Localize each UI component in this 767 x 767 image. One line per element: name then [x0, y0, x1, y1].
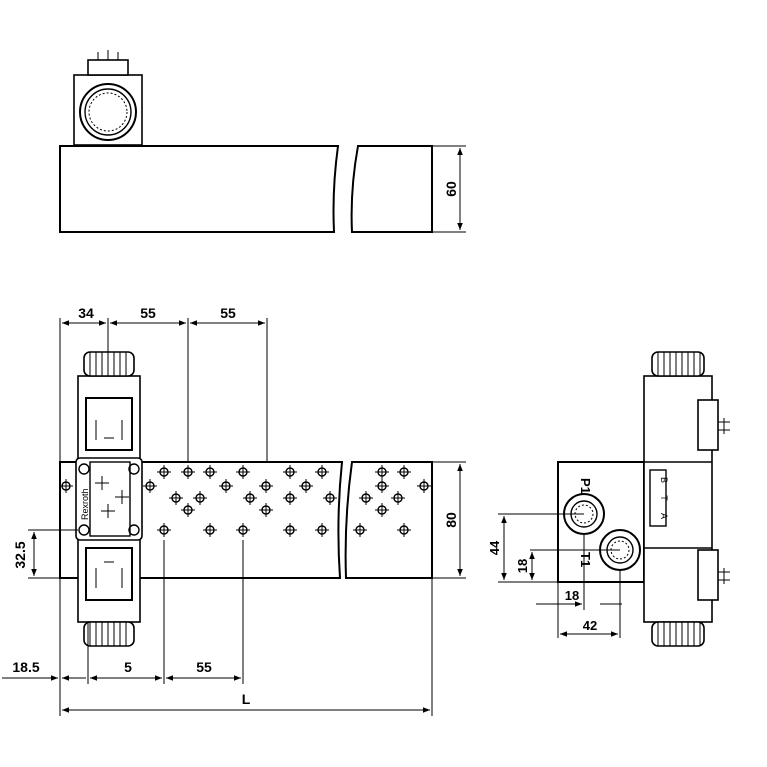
side-cap-bottom — [651, 621, 705, 647]
dim-side-18-vert: 18 — [515, 559, 530, 573]
side-cap-top — [651, 351, 705, 377]
dim-side-42: 42 — [583, 618, 597, 633]
side-manifold — [557, 461, 645, 583]
connector-bottom — [85, 547, 133, 601]
port-t1-label: T1 — [578, 552, 593, 567]
port-p1-label: P1 — [578, 478, 593, 494]
dim-top-55a: 55 — [140, 305, 156, 321]
connector-top — [85, 397, 133, 451]
hole-pattern — [59, 465, 431, 537]
top-coil-ring-mid — [84, 88, 132, 136]
front-bar-left — [59, 461, 344, 579]
side-view: B T A P1 T1 44 18 18 42 — [487, 351, 730, 647]
dim-left-32-5: 32.5 — [12, 541, 28, 568]
side-label-a: A — [659, 513, 669, 519]
top-bar-left — [59, 145, 340, 233]
dim-bottom-5: 5 — [124, 659, 132, 675]
side-label-b: B — [659, 477, 669, 483]
brand-label: Rexroth — [80, 488, 90, 520]
top-bar-right — [350, 145, 433, 233]
front-bar-right — [344, 461, 433, 579]
dim-front-height: 80 — [443, 512, 459, 528]
dim-overall-length: L — [242, 691, 251, 707]
valve-plate — [75, 457, 143, 541]
dim-side-44: 44 — [487, 540, 502, 555]
top-connector — [87, 59, 129, 76]
top-coil-ring-outer — [79, 83, 137, 141]
front-view: 34 55 55 — [2, 305, 466, 716]
dim-top-55b: 55 — [220, 305, 236, 321]
top-view: 60 — [59, 50, 466, 233]
dim-top-height: 60 — [443, 181, 459, 197]
valve-plate-inner — [89, 461, 131, 537]
side-label-t: T — [659, 495, 669, 501]
top-coil-ring-inner — [88, 92, 128, 132]
dim-bottom-18-5: 18.5 — [12, 659, 39, 675]
side-connector-top — [697, 399, 719, 451]
dim-side-18-horiz: 18 — [565, 588, 579, 603]
side-label-plate — [649, 469, 667, 527]
dim-top-34: 34 — [78, 305, 94, 321]
side-connector-bottom — [697, 549, 719, 601]
dim-bottom-55: 55 — [196, 659, 212, 675]
